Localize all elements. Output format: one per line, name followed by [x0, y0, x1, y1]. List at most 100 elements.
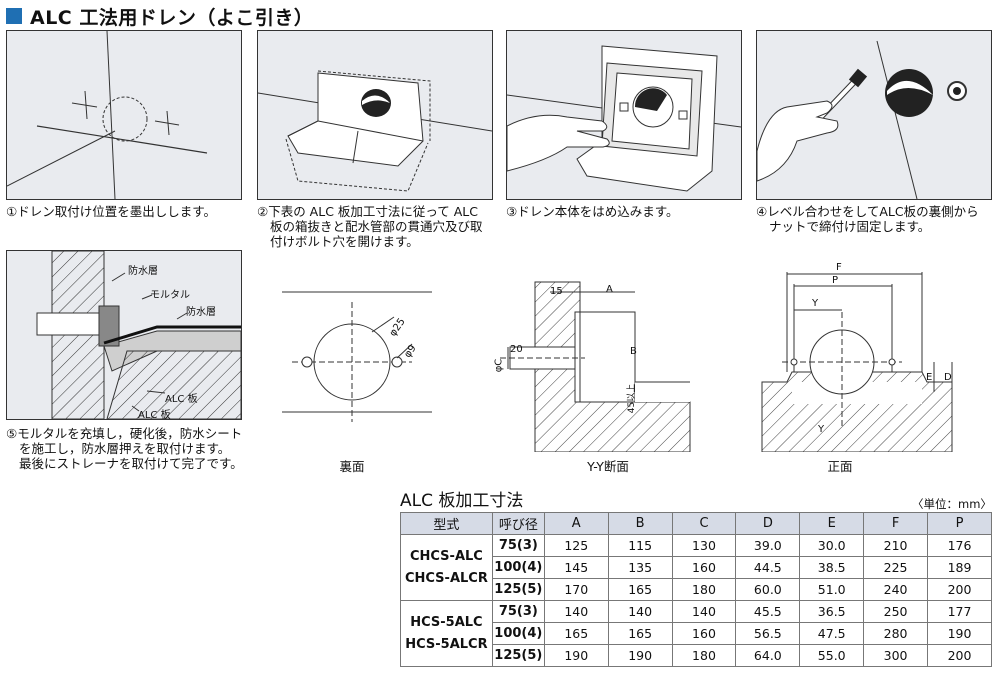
front-view-drawing — [761, 272, 953, 452]
col-header: D — [735, 512, 801, 535]
dim-a: A — [606, 284, 613, 295]
table-cell: 125 — [543, 534, 609, 557]
table-cell: 30.0 — [799, 534, 865, 557]
back-view-drawing — [282, 291, 432, 422]
table-cell: 140 — [671, 600, 737, 623]
table-title: ALC 板加工寸法 — [400, 491, 524, 511]
table-row: 125(5) 170 165 180 60.0 51.0 240 200 — [401, 578, 992, 601]
dim-y2: Y — [818, 424, 825, 435]
page-header: ALC 工法用ドレン（よこ引き） — [6, 4, 314, 29]
step1-text: ①ドレン取付け位置を墨出しします。 — [6, 204, 246, 219]
table-cell: 140 — [543, 600, 609, 623]
model-name: CHCS-ALC — [409, 548, 483, 564]
table-cell: 45.5 — [735, 600, 801, 623]
table-cell: 170 — [543, 578, 609, 601]
table-row: CHCS-ALC CHCS-ALCR 75(3) 125 115 130 39.… — [400, 534, 992, 601]
table-cell: 55.0 — [799, 644, 865, 667]
step2-line: 付けボルト穴を開けます。 — [270, 234, 419, 249]
table-cell: 130 — [671, 534, 737, 557]
model-name: HCS-5ALC — [410, 614, 483, 630]
table-cell: 115 — [607, 534, 673, 557]
dim-phi-c: φC — [493, 358, 505, 373]
table-cell: 200 — [927, 644, 992, 667]
table-cell: 200 — [927, 578, 992, 601]
table-cell: 75(3) — [491, 534, 545, 557]
col-header: 型式 — [400, 512, 493, 535]
table-cell: 100(4) — [491, 556, 545, 579]
table-cell: 75(3) — [491, 600, 545, 623]
title-square-icon — [6, 8, 22, 24]
table-cell: 240 — [863, 578, 929, 601]
dimensions-table: 型式 呼び径 A B C D E F P CHCS-ALC CHCS-ALCR … — [400, 512, 992, 667]
table-cell: 44.5 — [735, 556, 801, 579]
table-cell: 165 — [543, 622, 609, 645]
col-header: F — [863, 512, 929, 535]
table-cell: 160 — [671, 622, 737, 645]
col-header: 呼び径 — [491, 512, 545, 535]
step2-illustration — [257, 30, 493, 200]
dim-p: P — [832, 275, 839, 286]
step3-illustration — [506, 30, 742, 200]
dim-15: 15 — [550, 286, 563, 297]
table-cell: 51.0 — [799, 578, 865, 601]
step4-illustration — [756, 30, 992, 200]
table-cell: 210 — [863, 534, 929, 557]
table-cell: 56.5 — [735, 622, 801, 645]
step1-line: ①ドレン取付け位置を墨出しします。 — [6, 204, 216, 219]
col-header: B — [607, 512, 673, 535]
label-alc-board-1: ALC 板 — [165, 394, 198, 405]
back-view-caption: 裏面 — [339, 459, 365, 474]
yy-section-caption: Y-Y断面 — [587, 459, 629, 474]
table-cell: 190 — [927, 622, 992, 645]
table-cell: 100(4) — [491, 622, 545, 645]
page-title: ALC 工法用ドレン（よこ引き） — [30, 6, 314, 29]
step1-illustration — [6, 30, 242, 200]
table-cell: 60.0 — [735, 578, 801, 601]
label-mortar: モルタル — [150, 290, 190, 301]
step5-line: ⑤モルタルを充填し，硬化後，防水シート — [6, 426, 243, 441]
step4-line: ナットで締付け固定します。 — [769, 219, 931, 234]
dim-b: B — [630, 346, 637, 357]
yy-section-drawing — [500, 281, 691, 452]
step2-line: ②下表の ALC 板加工寸法に従って ALC — [257, 204, 478, 219]
col-header: E — [799, 512, 865, 535]
step3-text: ③ドレン本体をはめ込みます。 — [506, 204, 746, 219]
table-header-row: 型式 呼び径 A B C D E F P — [400, 512, 992, 535]
dim-45: 45以上 — [627, 383, 638, 414]
step2-line: 板の箱抜きと配水管部の貫通穴及び取 — [270, 219, 483, 234]
dim-y: Y — [812, 298, 819, 309]
table-cell: 190 — [607, 644, 673, 667]
model-name: CHCS-ALCR — [404, 570, 488, 586]
table-cell: 145 — [543, 556, 609, 579]
step4-text: ④レベル合わせをしてALC板の裏側から ナットで締付け固定します。 — [756, 204, 1000, 234]
front-view-caption: 正面 — [827, 459, 853, 474]
table-row: 125(5) 190 190 180 64.0 55.0 300 200 — [401, 644, 992, 667]
step5-illustration — [6, 250, 242, 420]
col-header: P — [927, 512, 992, 535]
table-cell: 190 — [543, 644, 609, 667]
table-cell: 280 — [863, 622, 929, 645]
step4-line: ④レベル合わせをしてALC板の裏側から — [756, 204, 979, 219]
col-header: A — [543, 512, 609, 535]
table-cell: 180 — [671, 644, 737, 667]
dim-20: 20 — [510, 344, 523, 355]
model-cell: HCS-5ALC HCS-5ALCR — [400, 600, 493, 667]
table-cell: 177 — [927, 600, 992, 623]
model-name: HCS-5ALCR — [405, 636, 488, 652]
step5-text: ⑤モルタルを充填し，硬化後，防水シート を施工し，防水層押えを取付けます。 最後… — [6, 426, 246, 471]
table-cell: 165 — [607, 578, 673, 601]
table-cell: 39.0 — [735, 534, 801, 557]
table-row: HCS-5ALC HCS-5ALCR 75(3) 140 140 140 45.… — [400, 600, 992, 667]
step2-text: ②下表の ALC 板加工寸法に従って ALC 板の箱抜きと配水管部の貫通穴及び取… — [257, 204, 497, 249]
table-cell: 36.5 — [799, 600, 865, 623]
table-cell: 189 — [927, 556, 992, 579]
step5-line: 最後にストレーナを取付けて完了です。 — [19, 456, 243, 471]
table-cell: 140 — [607, 600, 673, 623]
table-cell: 125(5) — [491, 578, 545, 601]
table-unit: 〈単位：mm〉 — [912, 497, 992, 511]
table-row: 100(4) 145 135 160 44.5 38.5 225 189 — [401, 556, 992, 579]
table-cell: 47.5 — [799, 622, 865, 645]
model-cell: CHCS-ALC CHCS-ALCR — [400, 534, 493, 601]
label-waterproof-top: 防水層 — [128, 266, 158, 277]
label-alc-board-2: ALC 板 — [138, 410, 171, 421]
